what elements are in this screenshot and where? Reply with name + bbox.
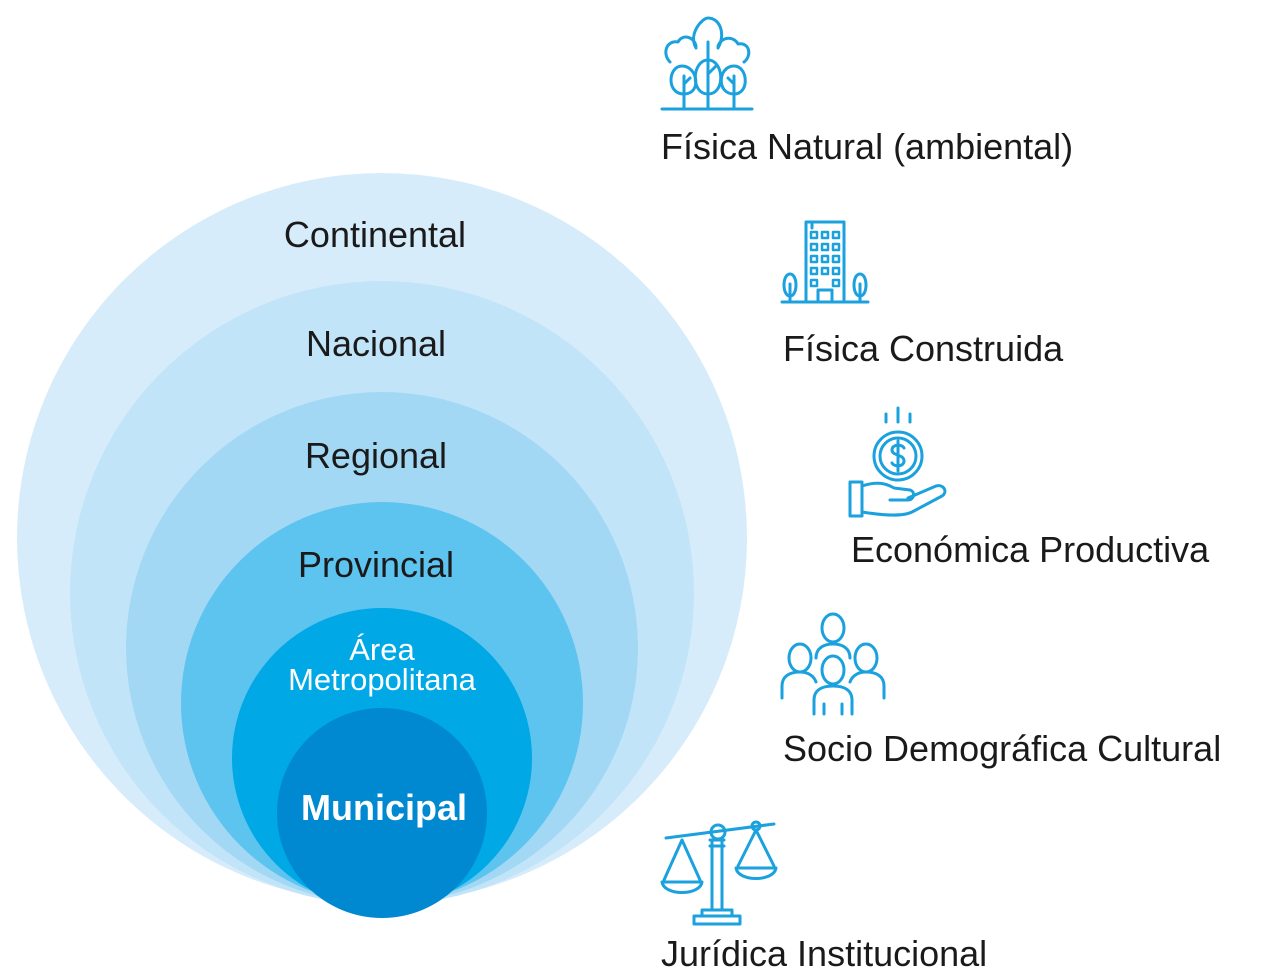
building-icon	[780, 218, 870, 306]
people-group-icon	[780, 608, 886, 716]
label-nacional: Nacional	[306, 323, 446, 364]
label-continental: Continental	[284, 214, 466, 255]
dimension-label-fisica-natural: Física Natural (ambiental)	[661, 126, 1074, 167]
trees-icon	[658, 14, 756, 112]
dimension-label-economica-productiva: Económica Productiva	[851, 529, 1210, 570]
hand-coin-icon	[846, 404, 950, 522]
label-area-metropolitana-line1: Área	[349, 632, 415, 667]
dimension-label-fisica-construida: Física Construida	[783, 328, 1064, 369]
label-municipal: Municipal	[301, 787, 467, 828]
dimension-label-socio-demografica-cultural: Socio Demográfica Cultural	[783, 728, 1222, 769]
label-provincial: Provincial	[298, 544, 454, 585]
ring-municipal	[277, 708, 487, 918]
dimension-label-juridica-institucional: Jurídica Institucional	[661, 933, 988, 974]
label-regional: Regional	[305, 435, 447, 476]
label-area-metropolitana-line2: Metropolitana	[288, 662, 477, 697]
scales-of-justice-icon	[658, 818, 780, 926]
